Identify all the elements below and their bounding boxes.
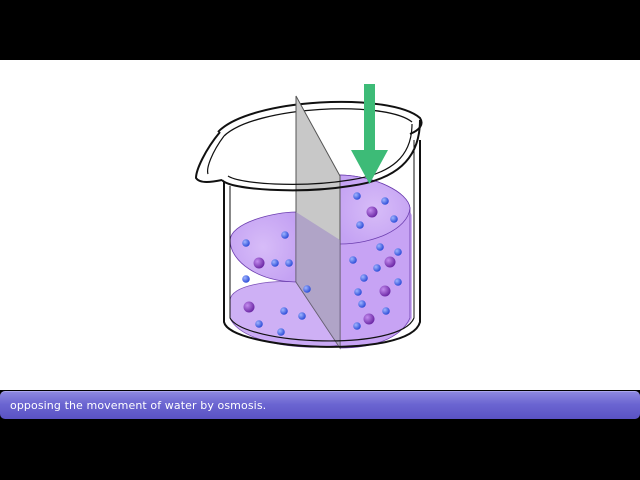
water-molecule	[353, 322, 361, 330]
water-molecule	[277, 328, 285, 336]
down-arrow-icon	[351, 84, 388, 184]
water-molecule	[285, 259, 293, 267]
water-molecule	[281, 231, 289, 239]
solute-molecule	[253, 257, 265, 269]
letterbox-top	[0, 0, 640, 60]
solute-molecules-left	[243, 257, 265, 313]
water-molecule	[373, 264, 381, 272]
solute-molecule	[366, 206, 378, 218]
illustration-stage	[0, 60, 640, 390]
water-molecule	[280, 307, 288, 315]
letterbox-bottom	[0, 420, 640, 480]
solute-molecule	[243, 301, 255, 313]
water-molecule	[376, 243, 384, 251]
solute-molecule	[363, 313, 375, 325]
water-molecules-right	[349, 192, 402, 330]
water-molecule	[354, 288, 362, 296]
water-molecule	[353, 192, 361, 200]
water-molecule	[394, 248, 402, 256]
beaker-back	[217, 100, 423, 137]
beaker-outline	[194, 119, 421, 348]
caption-bar: opposing the movement of water by osmosi…	[0, 391, 640, 419]
water-molecule	[349, 256, 357, 264]
water-molecules-left	[242, 231, 311, 336]
water-molecule	[242, 275, 250, 283]
water-molecule	[394, 278, 402, 286]
solute-molecule	[379, 285, 391, 297]
water-molecule	[356, 221, 364, 229]
semipermeable-membrane	[295, 95, 341, 350]
beaker-illustration	[194, 84, 423, 350]
water-molecule	[358, 300, 366, 308]
caption-text: opposing the movement of water by osmosi…	[10, 399, 267, 412]
water-molecule	[255, 320, 263, 328]
water-molecule	[303, 285, 311, 293]
water-molecule	[390, 215, 398, 223]
solute-molecule	[384, 256, 396, 268]
water-molecule	[382, 307, 390, 315]
water-molecule	[381, 197, 389, 205]
water-molecule	[242, 239, 250, 247]
solute-molecules-right	[363, 206, 396, 325]
water-molecule	[298, 312, 306, 320]
water-molecule	[360, 274, 368, 282]
water-molecule	[271, 259, 279, 267]
